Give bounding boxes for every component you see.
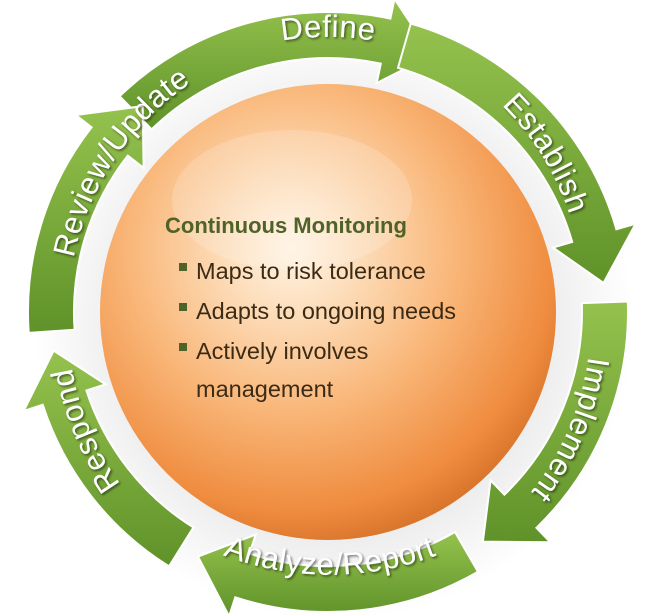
bullet-marker [179, 343, 187, 351]
bullet-item: Maps to risk tolerance [196, 258, 426, 284]
orb-highlight [172, 130, 412, 270]
center-title: Continuous Monitoring [165, 213, 407, 238]
ring-arrow-segment [21, 349, 195, 568]
center-orb [100, 84, 556, 540]
bullet-marker [179, 263, 187, 271]
bullet-item: Actively involves [196, 338, 368, 364]
step-define-label: Define [278, 9, 378, 48]
ring-arrow-segment [481, 300, 629, 544]
cycle-ring [21, 0, 638, 615]
bullet-item: Adapts to ongoing needs [196, 298, 456, 324]
bullet-item-continuation: management [196, 376, 334, 402]
ring-arrow-segment [396, 22, 638, 285]
ring-arrow-segment [196, 530, 480, 615]
ring-arrow-segment [27, 104, 145, 334]
bullet-marker [179, 303, 187, 311]
